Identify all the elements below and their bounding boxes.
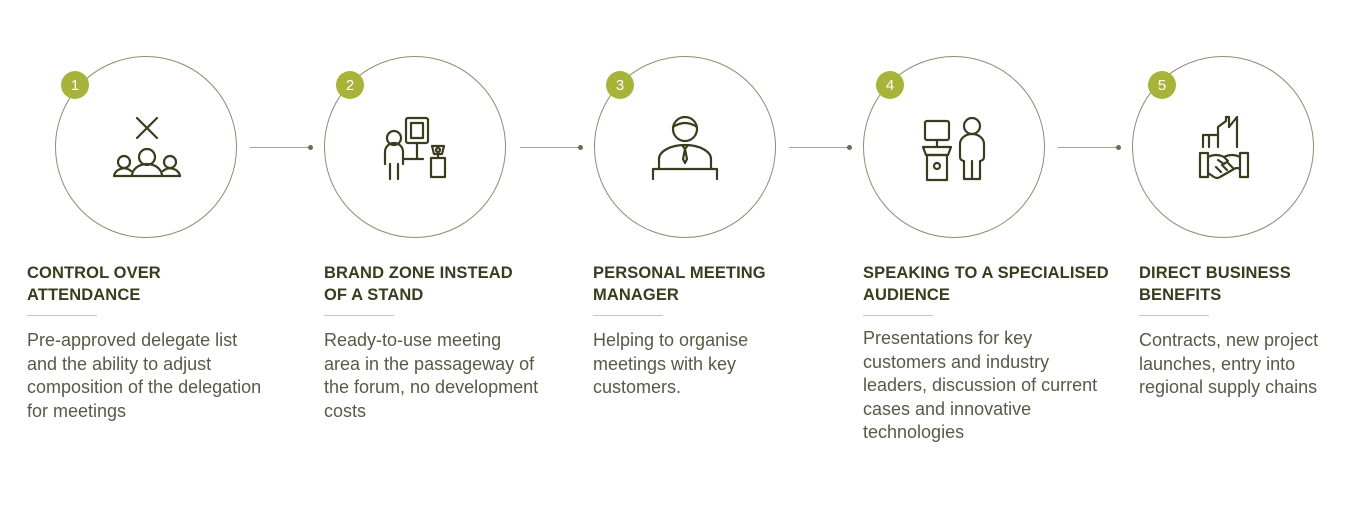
step-1-circle — [55, 56, 237, 238]
step-1-description: Pre-approved delegate list and the abili… — [27, 330, 262, 421]
step-4-circle — [863, 56, 1045, 238]
step-4-description: Presentations for key customers and indu… — [863, 328, 1098, 442]
step-4-title: SPEAKING TO A SPECIALISED AUDIENCE — [863, 264, 1109, 304]
step-2-number-badge: 2 — [336, 71, 364, 99]
step-4-divider — [863, 315, 933, 316]
step-5-number-badge: 5 — [1148, 71, 1176, 99]
step-5-divider — [1139, 315, 1209, 316]
step-2-description: Ready-to-use meeting area in the passage… — [324, 330, 539, 421]
handshake-business-icon — [1183, 109, 1263, 189]
step-5-description: Contracts, new project launches, entry i… — [1139, 330, 1319, 397]
meeting-manager-icon — [645, 109, 725, 189]
step-1-divider — [27, 315, 97, 316]
speaker-podium-icon — [914, 109, 994, 189]
connector-line-1 — [250, 145, 313, 150]
step-3-title: PERSONAL MEETING MANAGER — [593, 264, 766, 304]
step-5-circle — [1132, 56, 1314, 238]
connector-line-3 — [789, 145, 852, 150]
step-3-circle — [594, 56, 776, 238]
connector-line-2 — [520, 145, 583, 150]
step-3-description: Helping to organise meetings with key cu… — [593, 330, 749, 397]
step-3-divider — [593, 315, 663, 316]
step-3-number-badge: 3 — [606, 71, 634, 99]
step-5-title: DIRECT BUSINESS BENEFITS — [1139, 264, 1291, 304]
step-2-divider — [324, 315, 394, 316]
step-1-title: CONTROL OVER ATTENDANCE — [27, 264, 161, 304]
step-4-number-badge: 4 — [876, 71, 904, 99]
step-2-title: BRAND ZONE INSTEAD OF A STAND — [324, 264, 513, 304]
connector-line-4 — [1058, 145, 1121, 150]
step-1-number-badge: 1 — [61, 71, 89, 99]
step-2-circle — [324, 56, 506, 238]
audience-control-icon — [106, 109, 186, 189]
brand-zone-icon — [376, 109, 456, 189]
